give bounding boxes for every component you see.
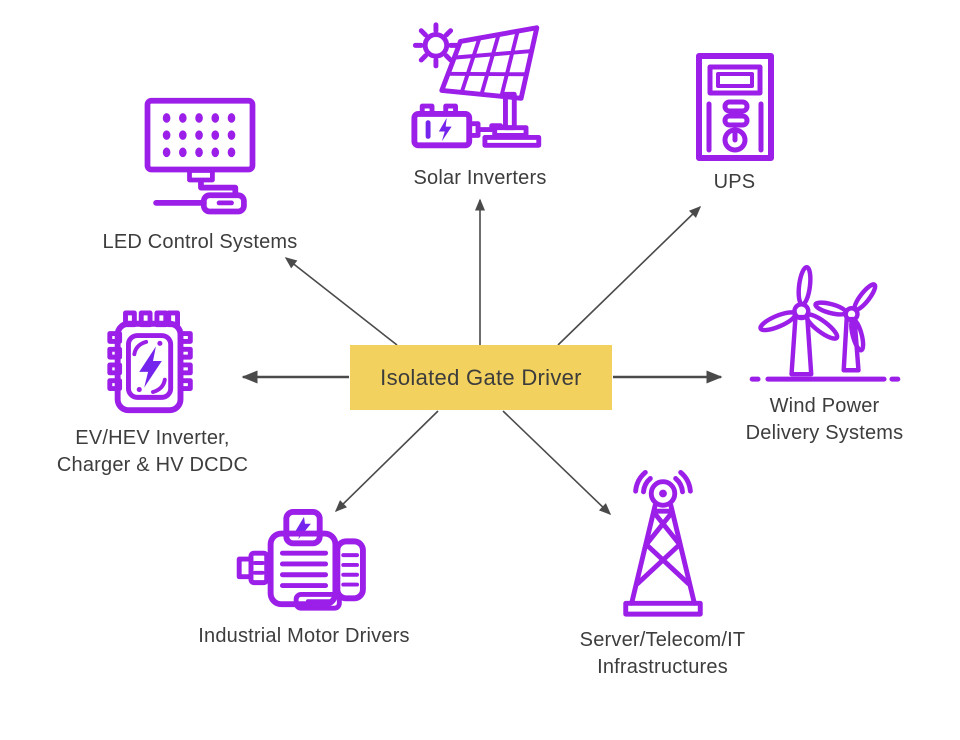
arrow-to-led (284, 257, 398, 346)
turbine-right (812, 282, 877, 373)
solar-inverter-icon (411, 22, 542, 149)
node-ups: UPS (672, 52, 797, 196)
ups-tower-icon (695, 53, 774, 161)
lightning-bolt-icon (295, 516, 311, 540)
telecom-tower-icon (622, 469, 703, 617)
node-label: Server/Telecom/IT Infrastructures (579, 629, 746, 678)
node-solar-inverters: Solar Inverters (385, 16, 575, 192)
arrow-to-motor (334, 410, 439, 513)
node-label: Wind Power Delivery Systems (745, 395, 904, 444)
node-label: Industrial Motor Drivers (198, 625, 410, 647)
node-server-telecom: Server/Telecom/IT Infrastructures (575, 468, 750, 681)
power-chip-icon (106, 310, 193, 414)
led-panel-icon (144, 97, 256, 215)
motor-vents (279, 550, 329, 589)
node-label: Solar Inverters (413, 167, 547, 189)
arrow-to-ups (557, 205, 702, 346)
center-node-label: Isolated Gate Driver (380, 364, 582, 390)
center-node-isolated-gate-driver: Isolated Gate Driver (350, 345, 612, 410)
wind-turbines-icon (749, 265, 900, 382)
electric-motor-icon (236, 508, 366, 611)
led-dots (162, 113, 236, 158)
battery-icon (411, 103, 504, 149)
node-label: EV/HEV Inverter, Charger & HV DCDC (56, 427, 249, 476)
node-industrial-motor: Industrial Motor Drivers (190, 508, 418, 650)
solar-panel (439, 25, 542, 148)
node-ev-hev: EV/HEV Inverter, Charger & HV DCDC (55, 310, 250, 479)
node-label: LED Control Systems (102, 231, 298, 253)
node-led-control-systems: LED Control Systems (90, 96, 310, 256)
turbine-left (757, 265, 839, 377)
lightning-bolt-icon (138, 346, 162, 388)
signal-waves-icon (632, 469, 693, 495)
node-wind-power: Wind Power Delivery Systems (732, 260, 917, 447)
sun-icon (412, 22, 459, 69)
node-label: UPS (713, 171, 756, 193)
tower-lattice (628, 502, 697, 606)
